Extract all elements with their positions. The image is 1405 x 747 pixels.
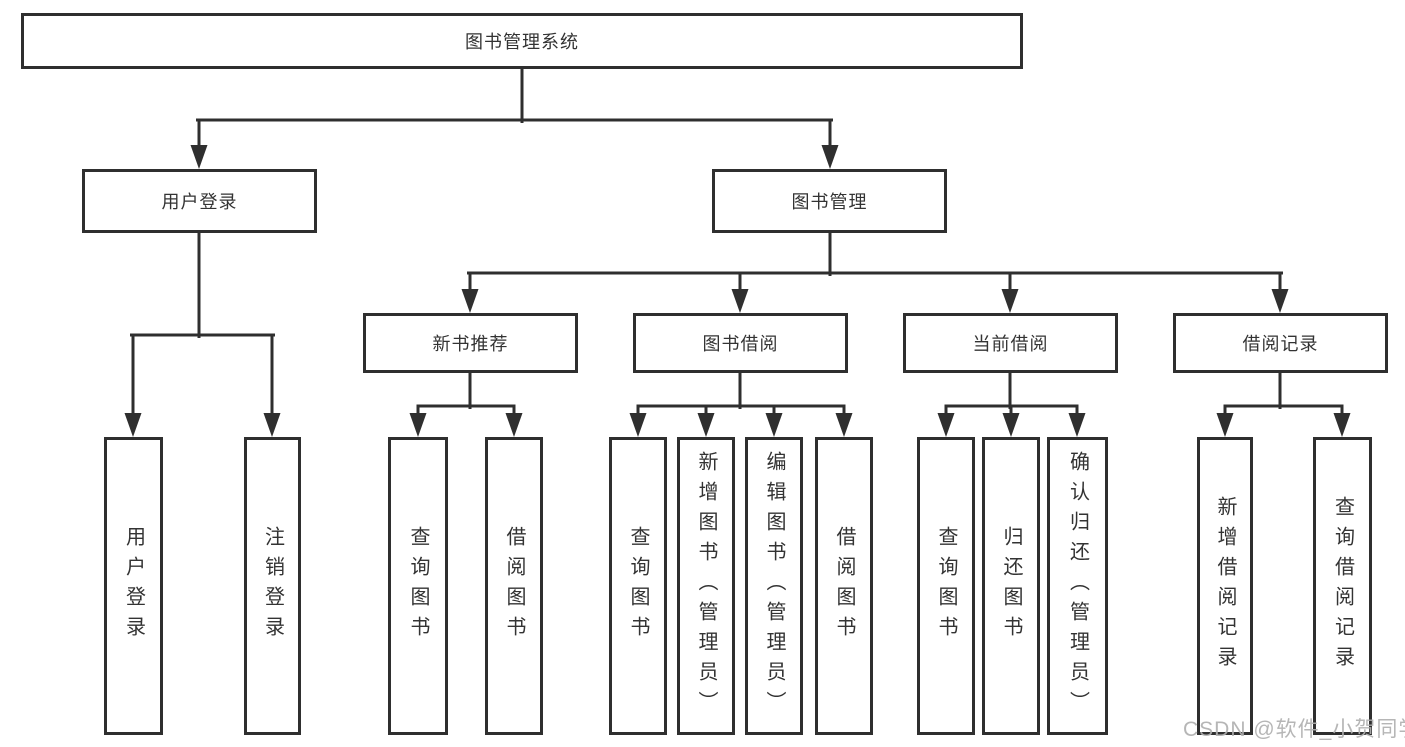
leaf-borrow-query-book-label: 查询图书	[627, 526, 649, 646]
node-book-borrow-label: 图书借阅	[702, 334, 779, 354]
leaf-current-query-book: 查询图书	[917, 437, 975, 735]
csdn-watermark: CSDN @软件_小贺同学	[1183, 718, 1405, 741]
leaf-recommend-borrow-book: 借阅图书	[485, 437, 543, 735]
leaf-borrow-query-book: 查询图书	[609, 437, 667, 735]
leaf-query-borrow-record: 查询借阅记录	[1313, 437, 1372, 735]
leaf-user-login: 用户登录	[104, 437, 163, 735]
node-borrow-records-label: 借阅记录	[1242, 334, 1319, 354]
leaf-edit-book-admin: 编辑图书（管理员）	[745, 437, 803, 735]
leaf-edit-book-admin-label: 编辑图书（管理员）	[763, 451, 785, 721]
leaf-borrow-book-label: 借阅图书	[833, 526, 855, 646]
leaf-add-borrow-record: 新增借阅记录	[1197, 437, 1253, 735]
leaf-current-query-book-label: 查询图书	[935, 526, 957, 646]
node-root: 图书管理系统	[21, 13, 1023, 69]
node-book-management-label: 图书管理	[791, 192, 868, 212]
node-user-login: 用户登录	[82, 169, 317, 233]
leaf-borrow-book: 借阅图书	[815, 437, 873, 735]
node-user-login-label: 用户登录	[161, 192, 238, 212]
leaf-logout: 注销登录	[244, 437, 301, 735]
node-book-borrow: 图书借阅	[633, 313, 848, 373]
node-borrow-records: 借阅记录	[1173, 313, 1388, 373]
node-root-label: 图书管理系统	[465, 32, 579, 52]
node-new-book-recommend-label: 新书推荐	[432, 334, 509, 354]
leaf-return-book: 归还图书	[982, 437, 1040, 735]
leaf-user-login-label: 用户登录	[122, 526, 145, 646]
leaf-query-borrow-record-label: 查询借阅记录	[1331, 496, 1354, 676]
leaf-confirm-return-admin-label: 确认归还（管理员）	[1066, 451, 1089, 721]
leaf-return-book-label: 归还图书	[1000, 526, 1022, 646]
leaf-add-book-admin-label: 新增图书（管理员）	[695, 451, 717, 721]
leaf-recommend-query-book: 查询图书	[388, 437, 448, 735]
node-book-management: 图书管理	[712, 169, 947, 233]
leaf-add-book-admin: 新增图书（管理员）	[677, 437, 735, 735]
leaf-logout-label: 注销登录	[261, 526, 284, 646]
leaf-confirm-return-admin: 确认归还（管理员）	[1047, 437, 1108, 735]
leaf-add-borrow-record-label: 新增借阅记录	[1214, 496, 1236, 676]
leaf-recommend-query-book-label: 查询图书	[407, 526, 429, 646]
leaf-recommend-borrow-book-label: 借阅图书	[503, 526, 525, 646]
node-current-borrow-label: 当前借阅	[972, 334, 1049, 354]
node-new-book-recommend: 新书推荐	[363, 313, 578, 373]
node-current-borrow: 当前借阅	[903, 313, 1118, 373]
